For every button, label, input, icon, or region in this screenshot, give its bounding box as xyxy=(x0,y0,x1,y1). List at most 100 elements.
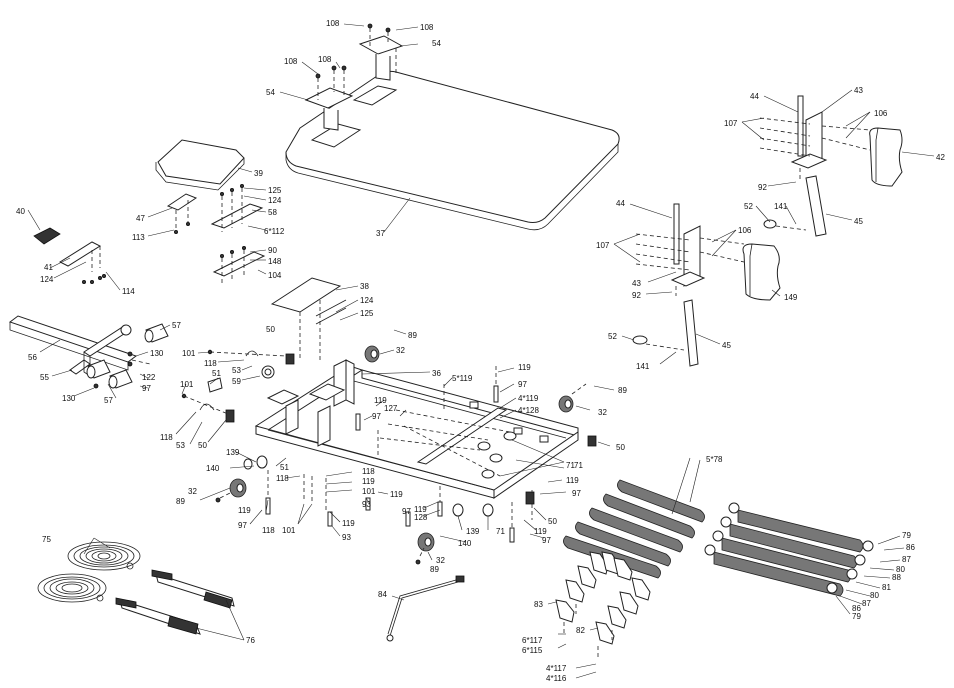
bench-top-37 xyxy=(285,70,620,231)
label-56: 56 xyxy=(28,353,37,362)
part-labels: 108 108 54 108 108 54 37 39 47 113 40 41… xyxy=(16,19,945,683)
label-106: 106 xyxy=(738,226,752,235)
label-119: 119 xyxy=(238,506,251,515)
label-97: 97 xyxy=(372,412,381,421)
label-32: 32 xyxy=(436,556,445,565)
spring-tubes-80-88 xyxy=(704,502,874,597)
hooks-82 xyxy=(595,577,651,660)
bolt-group-58 xyxy=(210,183,264,232)
ring-52-top xyxy=(763,219,807,231)
bracket-47 xyxy=(166,193,198,234)
straps-76 xyxy=(115,569,235,635)
label-40: 40 xyxy=(16,207,25,216)
bolt-group-104 xyxy=(212,245,266,286)
label-89: 89 xyxy=(176,497,185,506)
end-caps-50 xyxy=(225,353,597,505)
leader-lines xyxy=(27,23,935,679)
label-127: 127 xyxy=(384,404,398,413)
pins-130-122 xyxy=(93,351,151,389)
label-89: 89 xyxy=(430,565,439,574)
label-81: 81 xyxy=(882,583,891,592)
label-97: 97 xyxy=(572,489,581,498)
label-118: 118 xyxy=(276,474,289,483)
mounting-plate-54-left xyxy=(304,65,354,131)
bar-45-top xyxy=(805,175,827,237)
roller-post-bottom xyxy=(635,203,745,296)
label-6-117: 6*117 xyxy=(522,636,543,645)
label-93: 93 xyxy=(342,533,351,542)
roller-post-top xyxy=(759,95,871,182)
label-87: 87 xyxy=(902,555,911,564)
label-32: 32 xyxy=(598,408,607,417)
label-97: 97 xyxy=(402,507,411,516)
label-39: 39 xyxy=(254,169,263,178)
roller-pad-149 xyxy=(742,243,781,301)
label-6-115: 6*115 xyxy=(522,646,543,655)
label-125: 125 xyxy=(360,309,374,318)
label-4-116: 4*116 xyxy=(546,674,567,683)
mounting-plate-54-right xyxy=(358,23,404,81)
bar-45-bottom xyxy=(683,299,699,367)
roller-pad-42 xyxy=(869,127,903,187)
label-38: 38 xyxy=(360,282,369,291)
label-53: 53 xyxy=(232,366,241,375)
label-41: 41 xyxy=(44,263,53,272)
label-140: 140 xyxy=(206,464,220,473)
label-71: 71 xyxy=(566,461,575,470)
label-118: 118 xyxy=(160,433,173,442)
label-54: 54 xyxy=(432,39,441,48)
label-50: 50 xyxy=(266,325,275,334)
label-76: 76 xyxy=(246,636,255,645)
label-107: 107 xyxy=(596,241,610,250)
label-47: 47 xyxy=(136,214,145,223)
label-57: 57 xyxy=(172,321,181,330)
label-97: 97 xyxy=(542,536,551,545)
label-53: 53 xyxy=(176,441,185,450)
label-51: 51 xyxy=(212,369,221,378)
label-4-119: 4*119 xyxy=(518,394,539,403)
label-118: 118 xyxy=(262,526,275,535)
label-108: 108 xyxy=(326,19,340,28)
label-79: 79 xyxy=(902,531,911,540)
label-71: 71 xyxy=(574,461,583,470)
label-43: 43 xyxy=(632,279,641,288)
label-101: 101 xyxy=(180,380,194,389)
label-54: 54 xyxy=(266,88,275,97)
wheel-32-top xyxy=(364,345,380,363)
label-50: 50 xyxy=(198,441,207,450)
label-114: 114 xyxy=(122,287,135,296)
label-124: 124 xyxy=(268,196,282,205)
label-128: 128 xyxy=(414,513,428,522)
rollers-57 xyxy=(86,323,169,389)
label-32: 32 xyxy=(396,346,405,355)
label-92: 92 xyxy=(758,183,767,192)
label-82: 82 xyxy=(576,626,585,635)
eye-bolts-71 xyxy=(379,409,517,479)
label-119: 119 xyxy=(362,477,375,486)
label-58: 58 xyxy=(268,208,277,217)
pad-bracket-40 xyxy=(33,227,107,284)
label-97: 97 xyxy=(518,380,527,389)
label-101: 101 xyxy=(282,526,296,535)
label-42: 42 xyxy=(936,153,945,162)
spring-coils-75 xyxy=(37,541,141,603)
label-89: 89 xyxy=(408,331,417,340)
label-71: 71 xyxy=(496,527,505,536)
label-124: 124 xyxy=(360,296,374,305)
ring-52-bottom xyxy=(632,335,685,351)
label-101: 101 xyxy=(182,349,196,358)
label-119: 119 xyxy=(566,476,579,485)
label-36: 36 xyxy=(432,369,441,378)
label-113: 113 xyxy=(132,233,145,242)
label-106: 106 xyxy=(874,109,888,118)
label-108: 108 xyxy=(318,55,332,64)
frame-pins xyxy=(265,366,533,543)
label-6-112: 6*112 xyxy=(264,227,285,236)
label-80: 80 xyxy=(896,565,905,574)
label-139: 139 xyxy=(466,527,480,536)
label-83: 83 xyxy=(534,600,543,609)
label-4-117: 4*117 xyxy=(546,664,567,673)
label-130: 130 xyxy=(150,349,164,358)
label-119: 119 xyxy=(342,519,355,528)
label-55: 55 xyxy=(40,373,49,382)
